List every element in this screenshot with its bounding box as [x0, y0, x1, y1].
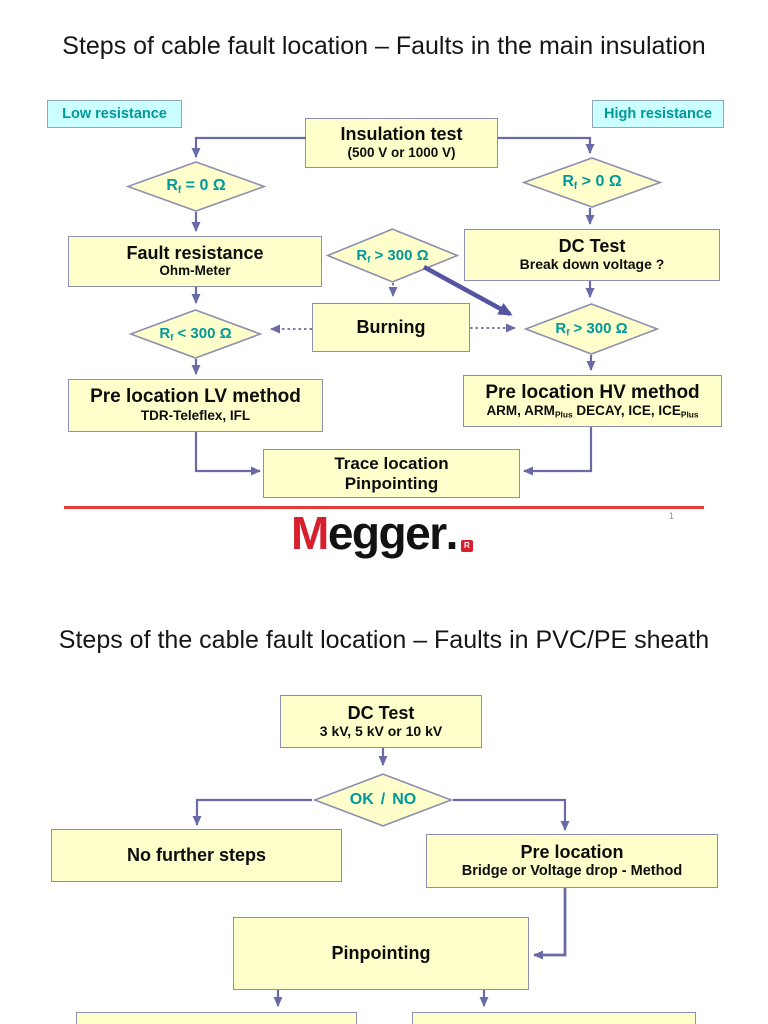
insulation-test-box: Insulation test (500 V or 1000 V)	[305, 118, 498, 168]
fault-resistance-box: Fault resistance Ohm-Meter	[68, 236, 322, 287]
diamond-rf-gt-300-mid: Rf > 300 Ω	[325, 228, 460, 283]
connector-hv-to-trace	[523, 427, 593, 476]
red-divider-line	[64, 506, 704, 509]
dc-test-title: DC Test	[558, 236, 626, 257]
connector-prelocation-to-pinpointing	[533, 888, 567, 960]
low-resistance-label: Low resistance	[47, 100, 182, 128]
dc-test-2-title: DC Test	[347, 702, 415, 723]
pre-location-hv-box: Pre location HV method ARM, ARMPlus DECA…	[463, 375, 722, 427]
pre-location-lv-box: Pre location LV method TDR-Teleflex, IFL	[68, 379, 323, 432]
diamond-rf-lt-300: Rf < 300 Ω	[128, 309, 263, 359]
fault-resistance-subtitle: Ohm-Meter	[159, 263, 231, 279]
pre-location-hv-title: Pre location HV method	[485, 381, 700, 403]
dc-test-box: DC Test Break down voltage ?	[464, 229, 720, 281]
no-further-steps-box: No further steps	[51, 829, 342, 882]
dc-test-2-subtitle: 3 kV, 5 kV or 10 kV	[319, 722, 443, 739]
diamond-rf-lt-300-label: Rf < 300 Ω	[159, 325, 232, 343]
pre-location-lv-subtitle: TDR-Teleflex, IFL	[140, 407, 251, 423]
diamond-shape	[521, 157, 663, 208]
diamond-shape	[523, 303, 660, 355]
pre-location-subtitle: Bridge or Voltage drop - Method	[461, 863, 683, 880]
pinpointing-box: Pinpointing	[233, 917, 529, 990]
megger-logo-dot: .	[445, 507, 459, 559]
slide1-title: Steps of cable fault location – Faults i…	[62, 32, 706, 60]
diamond-rf-gt-300-right-label: Rf > 300 Ω	[555, 320, 628, 338]
connector-lv-to-trace	[194, 432, 261, 476]
diamond-rf-eq-0: Rf = 0 Ω	[125, 161, 267, 212]
diamond-rf-gt-300-right: Rf > 300 Ω	[523, 303, 660, 355]
pre-location-title: Pre location	[520, 841, 624, 862]
registered-mark-icon: R	[460, 540, 473, 552]
high-resistance-label: High resistance	[592, 100, 724, 128]
page-number: 1	[669, 511, 675, 521]
connector-insulation-to-eq0	[191, 136, 306, 158]
pre-location-box: Pre location Bridge or Voltage drop - Me…	[426, 834, 718, 888]
trace-location-line1: Trace location	[334, 454, 449, 474]
diamond-rf-gt-300-mid-label: Rf > 300 Ω	[356, 246, 429, 265]
diamond-rf-gt-0: Rf > 0 Ω	[521, 157, 663, 208]
diamond-ok-no-label: OK/NO	[349, 791, 417, 808]
pre-location-hv-subtitle: ARM, ARMPlus DECAY, ICE, ICEPlus	[486, 403, 699, 420]
fault-resistance-title: Fault resistance	[126, 242, 264, 263]
no-further-steps-title: No further steps	[126, 845, 267, 866]
burning-title: Burning	[356, 317, 426, 338]
diamond-shape	[128, 309, 263, 359]
pre-location-lv-title: Pre location LV method	[90, 386, 301, 408]
megger-logo-m: M	[291, 507, 329, 559]
burning-box: Burning	[312, 303, 470, 352]
insulation-test-title: Insulation test	[340, 124, 463, 145]
diamond-rf-gt-0-label: Rf > 0 Ω	[562, 173, 622, 192]
slide2-title: Steps of the cable fault location – Faul…	[58, 626, 710, 654]
trace-location-line2: Pinpointing	[344, 473, 439, 493]
insulation-test-subtitle: (500 V or 1000 V)	[347, 144, 456, 160]
diamond-shape	[125, 161, 267, 212]
bottom-right-box-partial	[412, 1012, 696, 1024]
connector-okno-to-prelocation	[453, 798, 570, 831]
diamond-ok-no: OK/NO	[312, 773, 454, 827]
connector-insulation-to-gt0	[498, 136, 595, 154]
bottom-left-box-partial	[76, 1012, 357, 1024]
connector-okno-to-nosteps	[192, 798, 312, 826]
dc-test-subtitle: Break down voltage ?	[519, 256, 665, 273]
diamond-shape	[312, 773, 454, 827]
pinpointing-title: Pinpointing	[331, 943, 431, 964]
diamond-rf-eq-0-label: Rf = 0 Ω	[166, 177, 226, 196]
megger-logo-rest: egger	[327, 507, 447, 559]
dc-test-2-box: DC Test 3 kV, 5 kV or 10 kV	[280, 695, 482, 748]
trace-location-box: Trace location Pinpointing	[263, 449, 520, 498]
